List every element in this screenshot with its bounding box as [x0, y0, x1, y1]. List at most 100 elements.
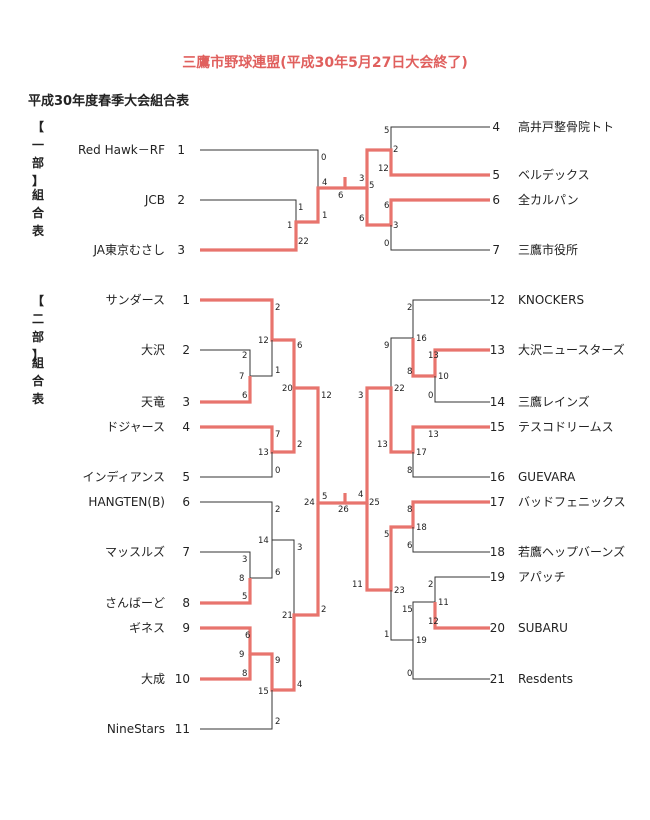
score-d2-5: 1 — [275, 366, 280, 376]
score-d1-3: 1 — [287, 221, 292, 231]
team-name-d2-right-16: GUEVARA — [518, 470, 576, 484]
team-seed-d2-right-19: 19 — [490, 570, 505, 584]
team-name-d2-right-17: バッドフェニックス — [518, 495, 626, 509]
score-d2-16: 2 — [275, 505, 280, 515]
score-d2-35: 13 — [428, 351, 439, 361]
team-name-d2-left-3: 天竜 — [141, 395, 165, 409]
team-name-d2-right-18: 若鷹ヘップバーンズ — [518, 544, 625, 559]
team-seed-d2-right-20: 20 — [490, 621, 505, 635]
bracket-line-27 — [412, 640, 490, 680]
score-d2-8: 12 — [321, 391, 332, 401]
score-d1-2: 1 — [298, 203, 303, 213]
team-seed-d1-right-7: 7 — [492, 243, 500, 257]
team-seed-d2-left-4: 4 — [182, 420, 190, 434]
page-subtitle: 平成30年度春季大会組合表 — [28, 94, 190, 109]
score-d2-17: 14 — [258, 536, 269, 546]
winner-path-15 — [200, 503, 320, 692]
score-d2-27: 8 — [242, 669, 247, 679]
score-d2-58: 19 — [416, 636, 427, 646]
score-d2-7: 20 — [282, 384, 293, 394]
winner-path-16 — [200, 654, 252, 681]
score-d1-11: 5 — [369, 181, 374, 191]
team-name-d2-left-10: 大成 — [141, 672, 165, 686]
team-name-d2-left-1: サンダース — [106, 292, 165, 307]
score-d1-5: 1 — [322, 211, 327, 221]
team-seed-d2-left-11: 11 — [175, 722, 190, 736]
score-d1-8: 2 — [393, 145, 398, 155]
score-d2-57: 1 — [384, 630, 389, 640]
score-d2-28: 9 — [275, 656, 280, 666]
score-d2-3: 6 — [242, 391, 247, 401]
division2-sublabel: 組合表 — [31, 356, 44, 406]
score-d2-43: 17 — [416, 448, 427, 458]
bracket-line-1 — [200, 199, 297, 222]
score-d2-23: 21 — [282, 611, 293, 621]
bracket-line-20 — [434, 376, 490, 403]
score-d2-42: 13 — [377, 440, 388, 450]
score-d2-1: 12 — [258, 336, 269, 346]
score-d2-20: 8 — [239, 574, 244, 584]
bracket-line-6 — [390, 225, 490, 251]
score-d2-32: 2 — [407, 303, 412, 313]
score-d1-12: 6 — [384, 201, 389, 211]
winner-path-10 — [200, 386, 347, 505]
score-d1-9: 12 — [378, 164, 389, 174]
score-d1-4: 22 — [298, 237, 309, 247]
bracket-line-3 — [390, 126, 490, 150]
score-d2-52: 23 — [394, 586, 405, 596]
team-name-d1-left-1: Red Hawk－RF — [78, 143, 165, 157]
team-seed-d2-left-1: 1 — [182, 293, 190, 307]
winner-path-14 — [200, 578, 252, 605]
score-d2-40: 22 — [394, 384, 405, 394]
winner-path-4 — [345, 148, 490, 190]
division1-sublabel: 組合表 — [31, 188, 44, 238]
winner-path-23 — [365, 500, 490, 592]
score-d2-48: 5 — [384, 530, 389, 540]
score-d2-55: 11 — [438, 598, 449, 608]
score-d2-59: 0 — [407, 669, 412, 679]
team-name-d2-right-19: アパッチ — [518, 570, 566, 584]
score-d2-4: 7 — [239, 372, 244, 382]
score-d2-46: 25 — [369, 498, 380, 508]
score-d2-11: 2 — [297, 440, 302, 450]
score-d2-47: 8 — [407, 505, 412, 515]
team-name-d2-left-6: HANGTEN(B) — [88, 495, 165, 509]
team-seed-d2-right-15: 15 — [490, 420, 505, 434]
division1-label: 【一部】 — [31, 120, 44, 188]
score-d2-0: 2 — [275, 303, 280, 313]
score-d2-24: 2 — [321, 605, 326, 615]
team-seed-d1-right-6: 6 — [492, 193, 500, 207]
score-d1-6: 6 — [338, 191, 343, 201]
score-d2-2: 2 — [242, 351, 247, 361]
team-name-d2-right-15: テスコドリームス — [518, 420, 614, 434]
team-seed-d1-right-4: 4 — [492, 120, 500, 134]
team-name-d2-left-7: マッスルズ — [105, 544, 165, 559]
team-seed-d2-left-10: 10 — [175, 672, 190, 686]
team-seed-d2-right-13: 13 — [490, 343, 505, 357]
score-d2-31: 2 — [275, 717, 280, 727]
team-name-d2-left-4: ドジャース — [106, 420, 165, 434]
team-name-d1-right-7: 三鷹市役所 — [518, 242, 578, 257]
winner-path-21 — [345, 386, 490, 505]
team-seed-d1-left-1: 1 — [177, 143, 185, 157]
team-name-d2-right-14: 三鷹レインズ — [518, 394, 590, 409]
score-d1-15: 0 — [384, 239, 389, 249]
team-name-d2-left-2: 大沢 — [141, 343, 165, 357]
score-d1-7: 5 — [384, 126, 389, 136]
score-d2-25: 6 — [245, 631, 250, 641]
score-d2-14: 5 — [322, 492, 327, 502]
score-d2-9: 7 — [275, 430, 280, 440]
team-seed-d2-left-5: 5 — [182, 470, 190, 484]
team-name-d2-right-21: Resdents — [518, 672, 573, 686]
score-d2-49: 18 — [416, 523, 427, 533]
score-d2-50: 6 — [407, 541, 412, 551]
bracket-line-11 — [200, 452, 273, 478]
score-d2-15: 26 — [338, 505, 349, 515]
team-seed-d2-left-7: 7 — [182, 545, 190, 559]
score-d1-0: 0 — [321, 153, 326, 163]
score-d2-18: 3 — [297, 543, 302, 553]
team-seed-d2-right-12: 12 — [490, 293, 505, 307]
score-d1-1: 4 — [322, 178, 327, 188]
team-seed-d2-right-21: 21 — [490, 672, 505, 686]
